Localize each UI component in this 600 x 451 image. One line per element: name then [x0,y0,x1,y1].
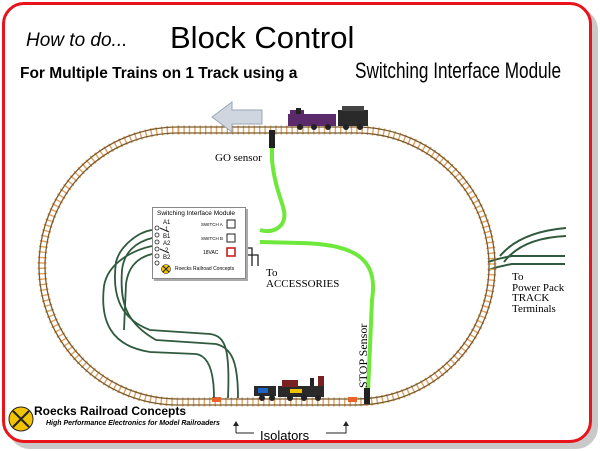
go-sensor [269,130,275,148]
page-title: Block Control [170,20,355,55]
brand-name: Roecks Railroad Concepts [34,404,187,418]
page-subtitle: For Multiple Trains on 1 Track using a [20,65,298,82]
module-row-a1: A1 [163,220,171,226]
go-sensor-label: GO sensor [215,152,262,164]
module-row-a2: A2 [163,241,171,247]
track-ties [37,125,497,407]
locomotive-icon [288,106,368,130]
direction-arrow-icon [211,101,263,133]
power-pack-label-line: Terminals [512,302,556,315]
power-pack-label: To Power Pack TRACK Terminals [512,272,564,314]
frame-border [2,2,592,443]
module-power-label: 18VAC [203,250,219,256]
how-to-heading: How to do... [26,30,128,51]
railroad-crossing-logo-icon [161,264,171,274]
accessories-label: To ACCESSORIES [266,268,339,290]
isolators-label: Isolators [260,428,310,443]
track-feeder-wires [102,229,239,399]
track-rail-inner [44,132,490,400]
module-brand: Roecks Railroad Concepts [175,266,235,272]
power-pack-label-line: Power Pack [512,281,565,294]
accessories-label-line: To [266,267,278,279]
isolator-left [212,397,221,402]
module-terminals [154,219,236,266]
module-switch-a-label: SWITCH A [201,222,223,227]
power-pack-label-line: TRACK [512,292,550,304]
switching-interface-module: Switching Interface Module A1 1 B1 A2 2 … [152,207,246,279]
module-row-1: 1 [165,227,169,233]
module-row-b1: B1 [163,234,171,240]
locomotive-icon [254,376,324,401]
module-row-b2: B2 [163,255,171,261]
railroad-crossing-logo-icon [8,406,34,432]
power-feeder-wires [487,227,567,271]
track-rail-outer [38,126,496,406]
brand-tagline: High Performance Electronics for Model R… [46,420,220,427]
isolator-right [348,397,357,402]
page-subtitle-emphasis: Switching Interface Module [355,58,562,83]
accessories-label-line: ACCESSORIES [266,278,340,290]
power-pack-label-line: To [512,271,524,283]
accessory-wires [246,247,259,266]
module-row-2: 2 [165,248,169,254]
module-switch-b-label: SWITCH B [201,236,223,241]
stop-sensor-label: STOP Sensor [356,323,370,388]
stop-sensor-wire [259,240,375,393]
go-sensor-wire [259,132,287,234]
module-title: Switching Interface Module [157,210,236,217]
stop-sensor [364,388,370,404]
